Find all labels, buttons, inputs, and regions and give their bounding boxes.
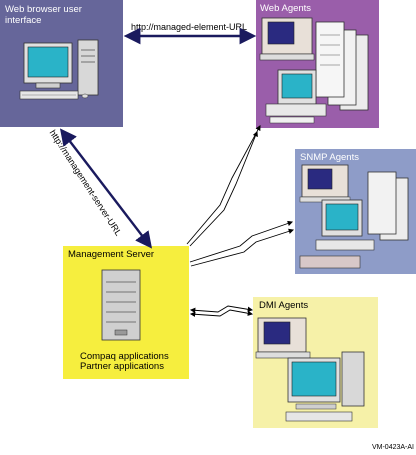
dmi-agents-machines <box>255 317 365 422</box>
link-ms-snmp-agents <box>189 220 295 267</box>
link-ms-web-agents <box>186 125 261 247</box>
dmi-agents-label: DMI Agents <box>259 300 309 311</box>
link-browser-management-server <box>59 128 153 249</box>
snmp-agents-label: SNMP Agents <box>300 152 359 163</box>
web-agents-label: Web Agents <box>260 3 312 14</box>
link-ms-dmi-agents <box>189 305 254 317</box>
web-agents-machines <box>259 17 369 124</box>
managed-element-url-label: http://managed-element-URL <box>131 22 248 32</box>
web-browser-label: Web browser user interface <box>5 4 82 26</box>
snmp-agents-machines <box>299 164 409 269</box>
management-server-machine <box>101 269 141 341</box>
compaq-applications-label: Compaq applications <box>80 351 169 362</box>
web-browser-label-line1: Web browser user <box>5 4 82 15</box>
figure-id: VM-0423A-AI <box>371 444 414 451</box>
partner-applications-label: Partner applications <box>80 361 164 372</box>
web-browser-label-line2: interface <box>5 15 42 26</box>
management-server-label: Management Server <box>68 249 155 260</box>
web-browser-workstation <box>19 39 99 100</box>
